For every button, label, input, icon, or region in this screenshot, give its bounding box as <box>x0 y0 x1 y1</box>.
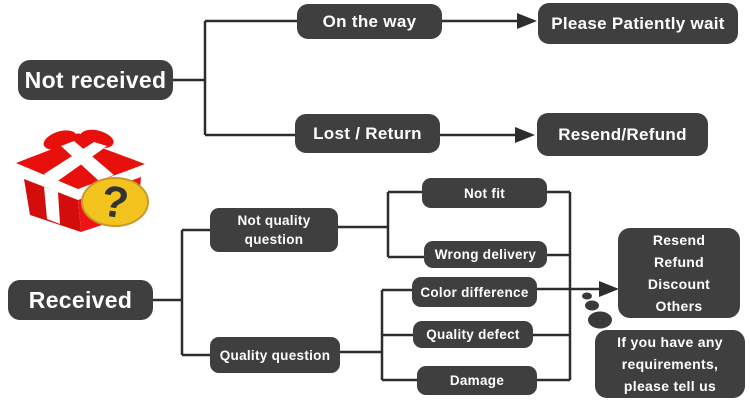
node-label: Please Patiently wait <box>551 13 725 33</box>
node-label: please tell us <box>623 378 717 394</box>
gift-ribbon <box>44 141 114 183</box>
node-quality-defect: Quality defect <box>413 321 533 348</box>
node-label: question <box>244 232 304 247</box>
node-label: requirements, <box>621 356 719 372</box>
node-label: Wrong delivery <box>434 247 537 262</box>
thought-dots-icon <box>582 292 612 329</box>
gift-body-ribbon <box>44 187 60 224</box>
node-label: Not fit <box>463 185 506 201</box>
node-label: Not received <box>24 66 167 93</box>
node-lost-return: Lost / Return <box>295 114 440 153</box>
node-label: Resend <box>652 232 706 248</box>
node-label: Others <box>655 298 703 314</box>
node-resend-refund: Resend/Refund <box>537 113 708 156</box>
node-label: Discount <box>647 276 711 292</box>
node-label: On the way <box>322 11 417 31</box>
node-requirements: If you have any requirements, please tel… <box>595 330 745 398</box>
node-label: If you have any <box>617 334 723 350</box>
node-label: Lost / Return <box>313 123 422 143</box>
gift-box-question-icon: ? <box>16 129 149 232</box>
node-label: Quality question <box>219 347 331 363</box>
arrowhead-icon <box>517 13 537 29</box>
arrowhead-icon <box>599 281 619 297</box>
question-badge <box>81 177 149 227</box>
not-quality-branch-lines <box>338 190 424 259</box>
quality-branch-lines <box>340 288 417 382</box>
arrowhead-icon <box>515 127 535 143</box>
node-on-the-way: On the way <box>297 4 442 39</box>
not-received-branch-lines <box>173 19 297 137</box>
node-not-quality-question: Not quality question <box>210 208 338 252</box>
received-branch-lines <box>153 228 210 357</box>
node-damage: Damage <box>417 366 537 395</box>
node-outcomes: Resend Refund Discount Others <box>618 228 740 318</box>
node-label: Quality defect <box>426 327 520 342</box>
node-not-fit: Not fit <box>422 178 547 208</box>
node-received: Received <box>8 280 153 320</box>
node-quality-question: Quality question <box>210 337 340 373</box>
node-label: Damage <box>449 373 505 388</box>
node-color-difference: Color difference <box>412 277 537 307</box>
node-label: Received <box>28 286 133 313</box>
node-please-patiently-wait: Please Patiently wait <box>538 3 738 44</box>
node-wrong-delivery: Wrong delivery <box>424 241 547 268</box>
node-label: Refund <box>653 254 704 270</box>
node-label: Not quality <box>237 213 311 228</box>
collector-bracket-lines <box>533 190 572 382</box>
node-label: Color difference <box>420 284 529 300</box>
node-not-received: Not received <box>18 60 173 100</box>
node-label: Resend/Refund <box>558 124 687 144</box>
